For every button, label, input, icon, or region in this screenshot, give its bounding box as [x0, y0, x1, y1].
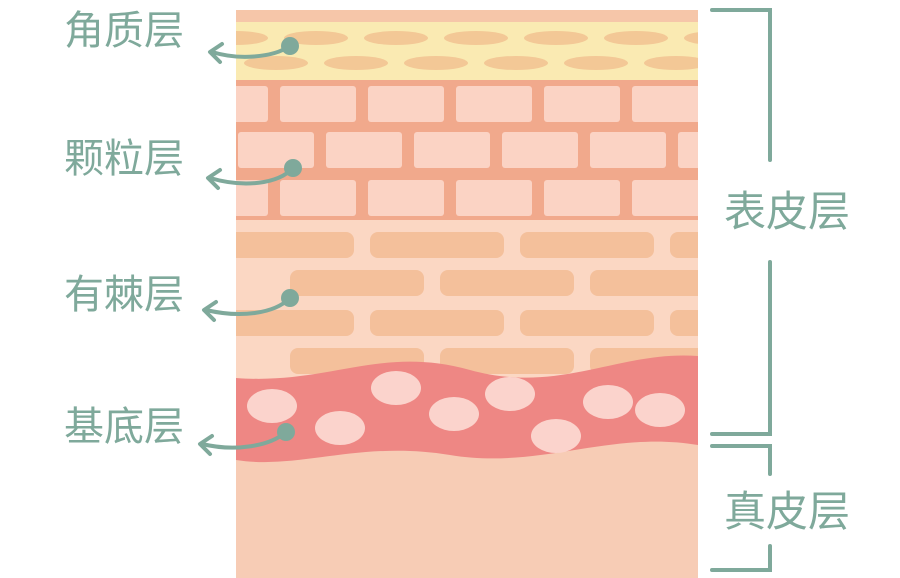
spinosum-cell	[370, 310, 504, 336]
label-stratum-spinosum: 有棘层	[64, 272, 184, 318]
corneum-cell	[524, 31, 588, 45]
stratum-corneum-band	[236, 10, 698, 24]
spinosum-cell	[590, 270, 698, 296]
granulosum-cell	[502, 132, 578, 168]
granulosum-cell	[456, 180, 532, 216]
spinosum-cell	[670, 232, 698, 258]
basale-cell	[635, 393, 685, 427]
granulosum-cell	[368, 180, 444, 216]
spinosum-dot	[281, 289, 299, 307]
granulosum-cell	[280, 180, 356, 216]
granulosum-cell	[456, 86, 532, 122]
corneum-cell	[444, 31, 508, 45]
corneum-cell	[236, 31, 268, 45]
dermis-bracket-top	[710, 444, 772, 476]
spinosum-cell	[236, 310, 354, 336]
label-stratum-granulosum: 颗粒层	[64, 136, 184, 182]
corneum-cell	[284, 31, 348, 45]
corneum-cell	[684, 32, 698, 44]
granulosum-arrowhead-icon	[206, 168, 222, 190]
basale-dot	[277, 423, 295, 441]
granulosum-cell	[280, 86, 356, 122]
spinosum-cell	[370, 232, 504, 258]
granulosum-cell	[632, 180, 698, 216]
basale-cell	[315, 411, 365, 445]
spinosum-cell	[520, 232, 654, 258]
corneum-pointer	[208, 37, 299, 64]
granulosum-cell	[678, 132, 698, 168]
corneum-cell	[404, 56, 468, 70]
granulosum-cell	[632, 86, 698, 122]
label-epidermis: 表皮层	[724, 187, 850, 236]
epidermis-bracket	[710, 8, 772, 436]
basale-cell	[583, 385, 633, 419]
stratum-basale-cells	[247, 371, 685, 453]
spinosum-cell	[520, 310, 654, 336]
epidermis-bracket-top	[710, 8, 772, 162]
stratum-corneum-block	[236, 22, 698, 80]
dermis-bracket	[710, 444, 772, 572]
spinosum-pointer	[202, 289, 299, 322]
granulosum-cell	[236, 86, 268, 122]
basale-cell	[429, 397, 479, 431]
granulosum-cell	[544, 86, 620, 122]
spinosum-arrowhead-icon	[202, 300, 218, 322]
granulosum-cell	[236, 180, 268, 216]
spinosum-cell	[236, 232, 354, 258]
corneum-dot	[281, 37, 299, 55]
corneum-cell	[484, 56, 548, 70]
granulosum-cell	[368, 86, 444, 122]
basale-pointer	[198, 423, 295, 456]
granulosum-pointer	[206, 159, 302, 190]
label-dermis: 真皮层	[724, 487, 850, 536]
spinosum-cell	[440, 270, 574, 296]
granulosum-cell	[238, 132, 314, 168]
granulosum-dot	[284, 159, 302, 177]
corneum-cell	[244, 56, 308, 70]
granulosum-cell	[414, 132, 490, 168]
basale-cell	[531, 419, 581, 453]
epidermis-bracket-bottom	[710, 260, 772, 436]
basale-arrowhead-icon	[198, 434, 214, 456]
corneum-cell	[644, 56, 698, 70]
corneum-cell	[604, 31, 668, 45]
corneum-arrowhead-icon	[208, 42, 224, 64]
stratum-granulosum-cells	[236, 86, 698, 216]
dermis-bracket-bottom	[710, 544, 772, 572]
stratum-corneum-cells	[236, 31, 698, 70]
spinosum-cell	[440, 348, 574, 374]
corneum-cell	[564, 56, 628, 70]
label-stratum-corneum: 角质层	[64, 8, 184, 54]
corneum-cell	[364, 31, 428, 45]
basale-cell	[247, 389, 297, 423]
granulosum-cell	[326, 132, 402, 168]
granulosum-cell	[590, 132, 666, 168]
granulosum-cell	[544, 180, 620, 216]
spinosum-cell	[670, 310, 698, 336]
spinosum-cell	[290, 270, 424, 296]
basale-cell	[485, 377, 535, 411]
corneum-cell	[324, 56, 388, 70]
basale-cell	[371, 371, 421, 405]
label-stratum-basale: 基底层	[64, 404, 184, 450]
